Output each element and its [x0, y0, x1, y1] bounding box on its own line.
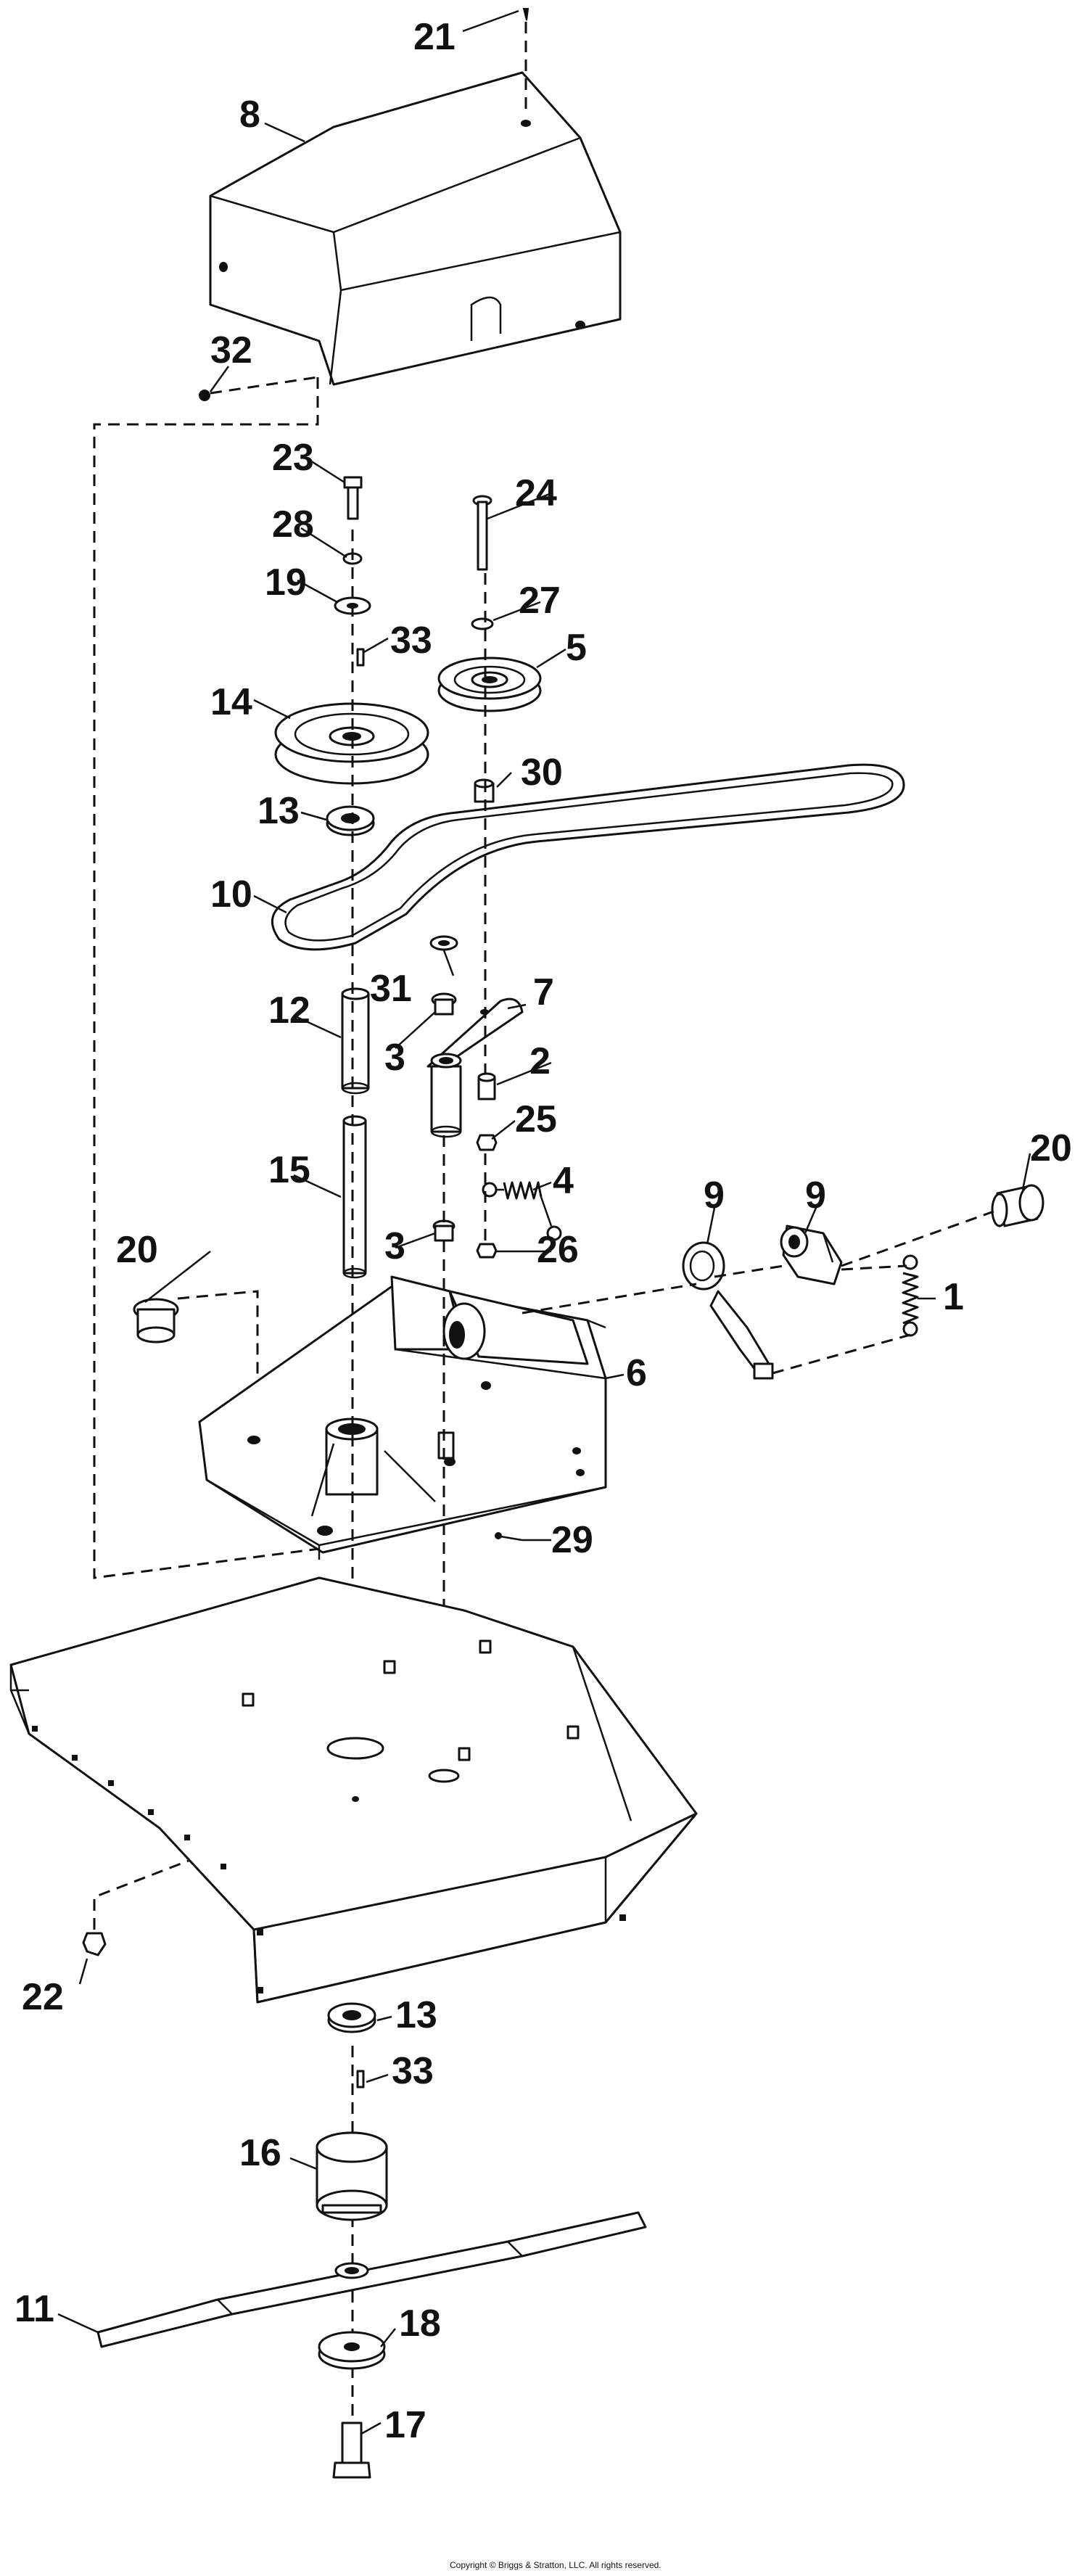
callout-9-left: 9	[704, 1174, 725, 1217]
leader-right-assembly-2	[714, 1264, 784, 1278]
key-33-upper	[356, 648, 365, 667]
callout-2: 2	[529, 1040, 551, 1082]
idler-arm-7	[426, 997, 524, 1138]
deck-holes	[32, 1726, 626, 1993]
callout-33-upper: 33	[390, 620, 432, 662]
deck-studs	[242, 1639, 580, 1761]
callout-30: 30	[521, 752, 563, 794]
callout-12: 12	[268, 989, 310, 1032]
callout-4: 4	[553, 1160, 574, 1202]
leader-lines	[57, 9, 1031, 2435]
callout-5: 5	[566, 627, 587, 669]
bushing-3-lower	[432, 1219, 456, 1242]
spindle-shaft-15	[342, 1115, 367, 1279]
callout-19: 19	[265, 561, 307, 604]
bolt-24	[472, 495, 493, 571]
callout-6: 6	[626, 1352, 647, 1394]
belt-cover	[209, 71, 622, 386]
copyright-notice: Copyright © Briggs & Stratton, LLC. All …	[450, 2560, 662, 2570]
spindle-housing-6	[198, 1275, 607, 1560]
callout-9-right: 9	[805, 1174, 826, 1217]
callout-32: 32	[210, 329, 252, 371]
callout-1: 1	[943, 1276, 964, 1318]
callout-20-right: 20	[1030, 1127, 1072, 1169]
callout-3-upper: 3	[384, 1037, 405, 1079]
callout-22: 22	[22, 1976, 64, 2018]
callout-18: 18	[399, 2303, 441, 2345]
bolt-23	[343, 476, 363, 520]
callout-15: 15	[268, 1149, 310, 1191]
leader-right-assembly-3	[841, 1210, 994, 1267]
bolt-17	[332, 2421, 371, 2479]
callout-17: 17	[384, 2404, 426, 2446]
leader-right-assembly	[522, 1283, 697, 1314]
idler-pulley-5	[437, 657, 542, 712]
blade-hub-16	[316, 2131, 388, 2221]
bolt-22	[82, 1859, 189, 1956]
nut-26	[476, 1243, 498, 1259]
callout-28: 28	[272, 503, 314, 546]
key-33-lower	[356, 2070, 365, 2089]
callout-7: 7	[533, 971, 554, 1013]
callout-3-lower: 3	[384, 1225, 405, 1267]
screw-29	[495, 1532, 523, 1542]
callout-11: 11	[15, 2288, 54, 2330]
washer-31	[429, 935, 458, 951]
callout-14: 14	[210, 681, 252, 723]
callout-16: 16	[239, 2132, 281, 2174]
bracket-9-left	[682, 1241, 774, 1380]
blade-11	[96, 2211, 647, 2348]
callout-33-lower: 33	[392, 2050, 434, 2092]
mower-deck	[9, 1576, 698, 2004]
bushing-3-upper	[431, 992, 457, 1016]
callout-21: 21	[413, 16, 456, 58]
callout-27: 27	[519, 580, 561, 622]
callout-labels: 21 8 32 23 28 19 33 14 13 10 24 27 5 30 …	[15, 16, 1072, 2446]
washer-27	[471, 617, 494, 630]
bushing-20-right	[991, 1184, 1044, 1227]
leader-spring-1	[772, 1333, 911, 1375]
bushing-20-left	[133, 1298, 179, 1343]
bracket-9-right	[780, 1225, 843, 1285]
nut-25	[476, 1134, 498, 1151]
spring-1	[902, 1254, 919, 1337]
bearing-13-upper	[326, 805, 375, 836]
callout-23: 23	[272, 437, 314, 479]
callout-13-lower: 13	[395, 1994, 437, 2036]
callout-26: 26	[537, 1229, 579, 1271]
spindle-sleeve-12	[341, 987, 370, 1095]
leader-spring-1b	[841, 1264, 907, 1271]
belt-10	[271, 763, 905, 951]
leader-20-left	[177, 1290, 259, 1378]
callout-25: 25	[515, 1098, 557, 1140]
callout-10: 10	[210, 873, 252, 915]
callout-24: 24	[515, 472, 557, 514]
callout-29: 29	[551, 1519, 593, 1561]
spacer-30	[474, 778, 495, 803]
callout-31: 31	[370, 968, 412, 1010]
callout-8: 8	[239, 94, 260, 136]
bearing-13-lower	[327, 2002, 376, 2033]
pulley-14	[274, 702, 429, 785]
screw-32	[93, 376, 320, 1579]
callout-13-upper: 13	[257, 790, 300, 832]
spacer-2	[477, 1072, 496, 1100]
washer-18	[318, 2331, 386, 2370]
callout-20-left: 20	[116, 1229, 158, 1271]
screw-21	[522, 8, 529, 112]
